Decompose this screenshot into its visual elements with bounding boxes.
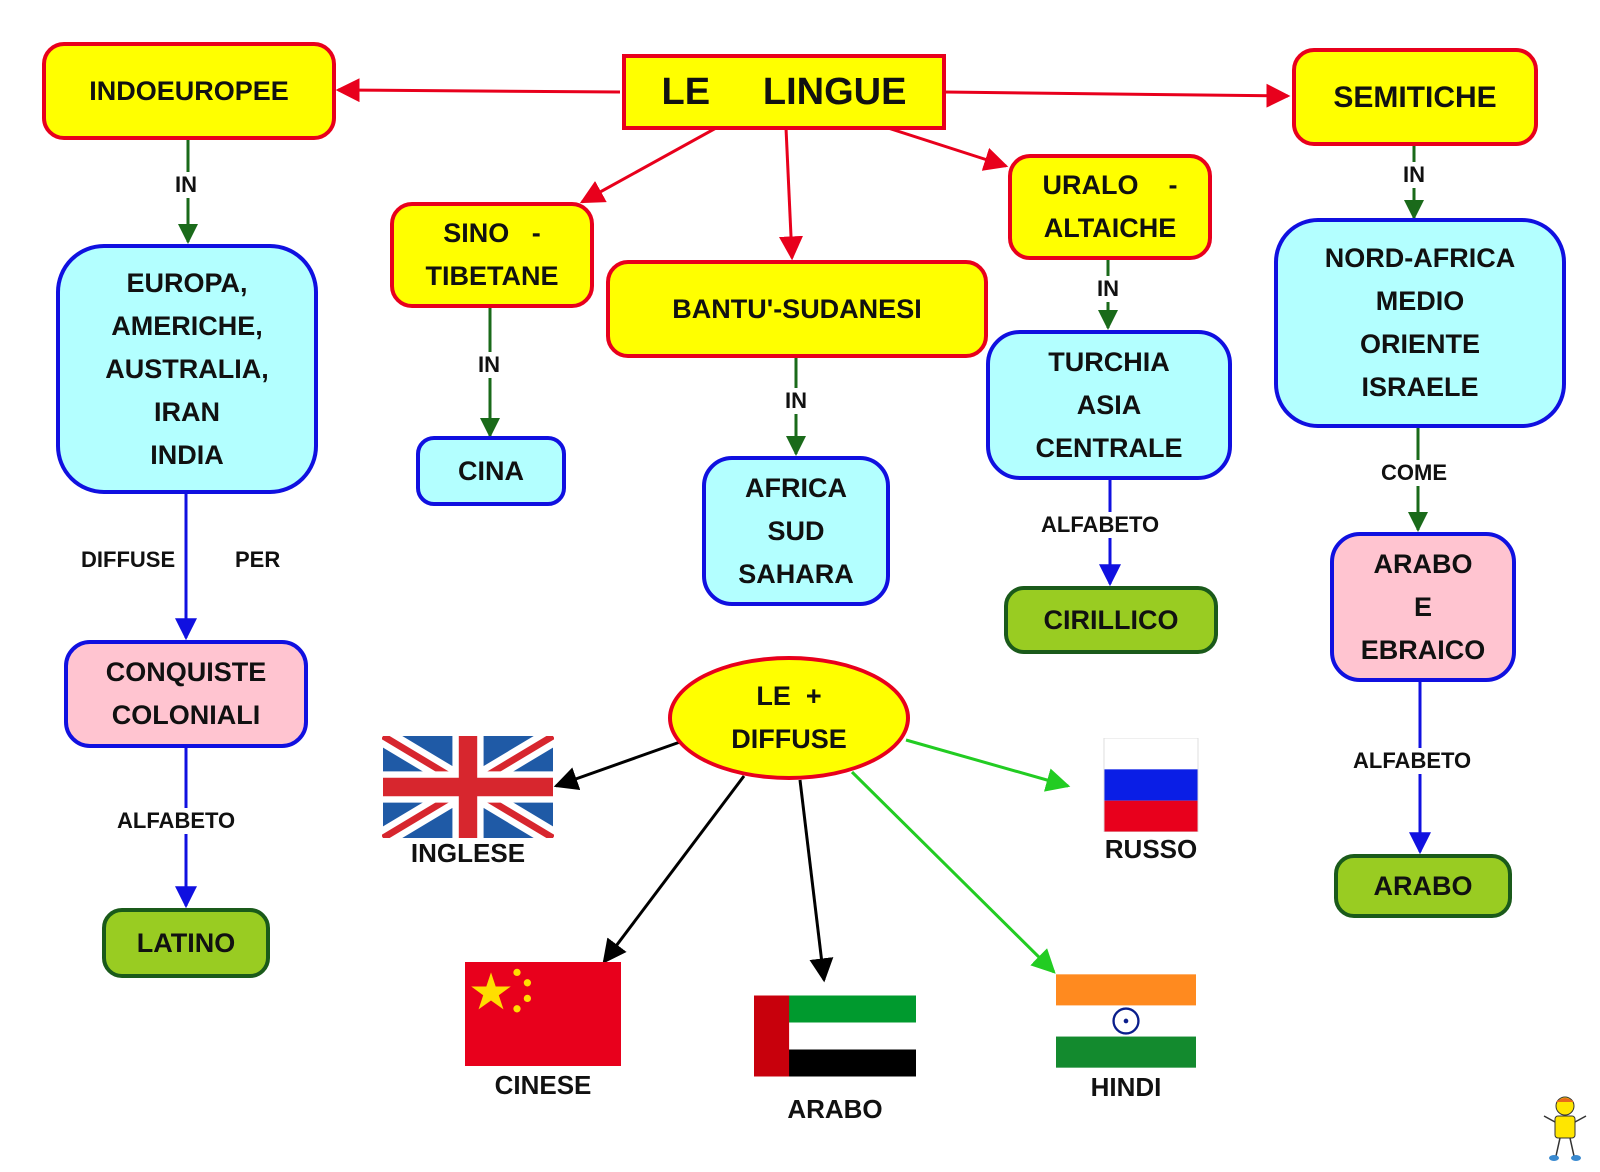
node-text: LATINO	[136, 927, 236, 958]
edge-diffuse-arabo	[798, 779, 834, 983]
edge-diffuse-hindi	[850, 770, 1056, 974]
node-le-piu-diffuse: LE + DIFFUSE	[668, 656, 910, 780]
edge-label-in: IN	[475, 352, 503, 378]
node-cirillico: CIRILLICO	[1004, 586, 1218, 654]
node-text: INDOEUROPEE	[89, 75, 289, 106]
node-cina: CINA	[416, 436, 566, 506]
uae-flag-icon	[754, 995, 916, 1077]
node-text: CINA	[458, 455, 524, 486]
node-text: COLONIALI	[111, 700, 261, 730]
node-text: NORD-AFRICA	[1324, 243, 1516, 273]
russia-flag-icon	[1103, 738, 1199, 832]
edge-label-in: IN	[172, 172, 200, 198]
china-flag-icon	[465, 962, 621, 1066]
node-text: AUSTRALIA,	[105, 353, 269, 384]
edge-label-diffuse: DIFFUSE	[78, 547, 179, 573]
node-text: E	[1413, 591, 1432, 622]
edge-label-alfabeto: ALFABETO	[1038, 512, 1163, 538]
node-latino: LATINO	[102, 908, 270, 978]
root-node-le-lingue: LE LINGUE	[622, 54, 946, 130]
edge-diffuse-inglese	[553, 740, 681, 791]
node-conquiste-coloniali: CONQUISTE COLONIALI	[64, 640, 308, 748]
node-turchia-asia-centrale: TURCHIA ASIA CENTRALE	[986, 330, 1232, 480]
edge-root-semitiche	[943, 83, 1291, 108]
node-bantu-sudanesi: BANTU'-SUDANESI	[606, 260, 988, 358]
node-nord-africa: NORD-AFRICA MEDIO ORIENTE ISRAELE	[1274, 218, 1566, 428]
node-text: CIRILLICO	[1043, 604, 1179, 635]
edge-label-come: COME	[1378, 460, 1450, 486]
edge-label-in: IN	[1094, 276, 1122, 302]
node-africa-sud-sahara: AFRICA SUD SAHARA	[702, 456, 890, 606]
node-text: CONQUISTE	[105, 657, 267, 687]
edge-label-in: IN	[1400, 162, 1428, 188]
node-text: LE LINGUE	[661, 70, 907, 113]
node-text: SEMITICHE	[1333, 80, 1497, 114]
node-text: SUD	[767, 515, 825, 546]
uk-flag-icon	[382, 736, 554, 838]
node-text: ALTAICHE	[1043, 213, 1177, 243]
node-uralo-altaiche: URALO - ALTAICHE	[1008, 154, 1212, 260]
flag-caption-hindi: HINDI	[1090, 1072, 1162, 1102]
edge-label-alfabeto: ALFABETO	[114, 808, 239, 834]
edge-diffuse-russo	[905, 738, 1071, 792]
node-semitiche: SEMITICHE	[1292, 48, 1538, 146]
edge-root-uralo	[887, 126, 1009, 171]
edge-diffuse-cinese	[602, 775, 746, 964]
node-text: AFRICA	[745, 472, 847, 503]
node-arabo-e-ebraico: ARABO E EBRAICO	[1330, 532, 1516, 682]
node-text: EUROPA,	[126, 267, 248, 298]
node-text: MEDIO	[1375, 286, 1465, 316]
edge-root-sino	[579, 126, 717, 204]
edge-root-indoeuropee	[335, 78, 621, 103]
node-europa-americhe: EUROPA, AMERICHE, AUSTRALIA, IRAN INDIA	[56, 244, 318, 494]
node-text: ORIENTE	[1359, 329, 1480, 359]
flag-caption-russo: RUSSO	[1104, 834, 1198, 864]
node-text: INDIA	[150, 439, 224, 470]
node-text: SAHARA	[738, 558, 854, 589]
node-text: TIBETANE	[425, 261, 559, 291]
edge-root-bantu	[779, 127, 803, 261]
node-text: ARABO	[1373, 870, 1473, 901]
node-text: SINO -	[443, 218, 541, 248]
node-text: BANTU'-SUDANESI	[672, 293, 922, 324]
node-indoeuropee: INDOEUROPEE	[42, 42, 336, 140]
edge-label-per: PER	[232, 547, 284, 573]
node-text: CENTRALE	[1035, 432, 1183, 463]
node-text: IRAN	[154, 396, 220, 427]
flag-caption-inglese: INGLESE	[410, 838, 526, 868]
node-text: ASIA	[1076, 389, 1142, 420]
node-sino-tibetane: SINO - TIBETANE	[390, 202, 594, 308]
node-text: AMERICHE,	[111, 310, 263, 341]
edge-label-alfabeto: ALFABETO	[1350, 748, 1475, 774]
flag-caption-cinese: CINESE	[494, 1070, 592, 1100]
node-text: TURCHIA	[1048, 346, 1170, 377]
flag-caption-arabo: ARABO	[787, 1094, 883, 1124]
india-flag-icon	[1056, 974, 1196, 1068]
node-text: EBRAICO	[1360, 634, 1486, 665]
node-text: URALO -	[1042, 170, 1178, 200]
node-text: ISRAELE	[1361, 372, 1479, 402]
edge-label-in: IN	[782, 388, 810, 414]
node-arabo-alfabeto: ARABO	[1334, 854, 1512, 918]
node-text: ARABO	[1373, 548, 1473, 579]
node-text: DIFFUSE	[731, 724, 847, 754]
node-text: LE +	[756, 681, 822, 711]
mascot-logo-icon	[1543, 1096, 1587, 1161]
